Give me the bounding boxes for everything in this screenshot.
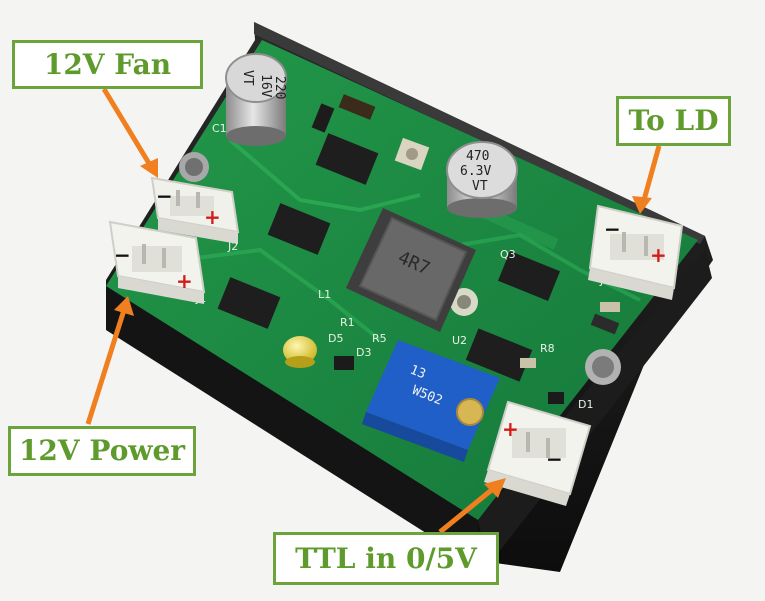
ic-chip-q3 — [497, 251, 561, 301]
ic-chip-lower — [217, 277, 281, 329]
ref-q3: Q3 — [500, 248, 516, 261]
callout-to-ld: To LD — [616, 96, 731, 146]
ref-r5: R5 — [372, 332, 387, 345]
status-led — [283, 336, 317, 368]
ttl-plus-mark: + — [502, 417, 519, 441]
arrow-ttl — [438, 486, 496, 534]
arrow-fan-head — [140, 158, 158, 178]
callout-ttl-input: TTL in 0/5V — [273, 532, 499, 585]
capacitor-470uf-line3: VT — [472, 179, 488, 194]
ref-d3: D3 — [356, 346, 371, 359]
ic-chip-u2 — [465, 328, 533, 382]
small-trimmer — [394, 137, 430, 171]
capacitor-220uf: VT 16V 220 — [225, 53, 287, 146]
trimmer-marking-1: 13 — [408, 363, 428, 383]
mount-screw-left — [179, 152, 209, 182]
capacitor-470uf-line2: 6.3V — [460, 164, 491, 179]
capacitor-220uf-line3: 220 — [272, 76, 287, 99]
ref-d1: D1 — [578, 398, 593, 411]
arrow-fan — [101, 87, 153, 167]
ic-chip-mid — [267, 203, 331, 255]
ref-u2: U2 — [452, 334, 467, 347]
arrow-ttl-head — [484, 478, 506, 498]
arrow-power — [85, 309, 127, 425]
fan-plus-mark: + — [204, 205, 221, 229]
ttl-minus-mark: − — [546, 447, 563, 471]
connector-j2-fan — [150, 176, 240, 244]
ref-r1: R1 — [340, 316, 355, 329]
ref-l1: L1 — [318, 288, 331, 301]
power-plus-mark: + — [176, 269, 193, 293]
connector-j3-ld — [588, 204, 684, 300]
callout-12v-power: 12V Power — [8, 426, 196, 476]
arrow-power-head — [114, 296, 134, 316]
mount-screw-right — [585, 349, 621, 385]
ld-minus-mark: − — [604, 217, 621, 241]
power-minus-mark: − — [114, 243, 131, 267]
ref-r8: R8 — [540, 342, 555, 355]
mount-hole-center — [450, 288, 478, 316]
arrow-ld — [641, 145, 662, 201]
capacitor-470uf-line1: 470 — [466, 149, 489, 164]
connector-ttl-input — [484, 400, 592, 506]
fan-minus-mark: − — [156, 184, 173, 208]
inductor: 4R7 — [346, 208, 476, 332]
smd-components — [311, 94, 620, 404]
ld-plus-mark: + — [650, 243, 667, 267]
ic-chip-upper — [315, 133, 379, 185]
arrow-ld-head — [632, 196, 652, 214]
capacitor-220uf-line1: VT — [240, 70, 255, 86]
trimmer-potentiometer: 13 W502 — [362, 340, 500, 462]
ref-c1: C1 — [212, 122, 227, 135]
ref-d5: D5 — [328, 332, 343, 345]
polarity-marks: − + − + − + + − — [114, 184, 667, 471]
callout-12v-fan: 12V Fan — [12, 40, 203, 89]
ref-j2: J2 — [227, 240, 238, 253]
connector-j1-power — [108, 220, 206, 304]
capacitor-220uf-line2: 16V — [258, 74, 273, 98]
capacitor-470uf: 470 6.3V VT — [446, 141, 518, 218]
callout-arrows — [85, 87, 662, 534]
